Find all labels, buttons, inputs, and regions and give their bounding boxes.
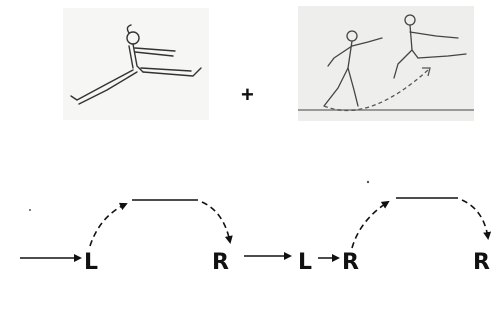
leap-sequence-figure	[298, 14, 474, 112]
foot-label-left-2: L	[298, 250, 313, 275]
foot-label-left: L	[84, 250, 99, 275]
foot-label-right-2: R	[342, 250, 359, 275]
foot-label-right-3: R	[473, 250, 490, 275]
leap-sequence-illustration	[298, 6, 474, 121]
split-leap-figure	[70, 24, 202, 105]
foot-label-right: R	[212, 250, 229, 275]
takeoff-dashed-arrow-2	[351, 200, 390, 249]
landing-dashed-arrow-2	[461, 199, 492, 240]
plus-sign: +	[241, 82, 254, 107]
takeoff-dashed-arrow	[89, 202, 128, 247]
split-leap-illustration	[63, 8, 209, 120]
landing-dashed-arrow-1	[201, 201, 233, 244]
